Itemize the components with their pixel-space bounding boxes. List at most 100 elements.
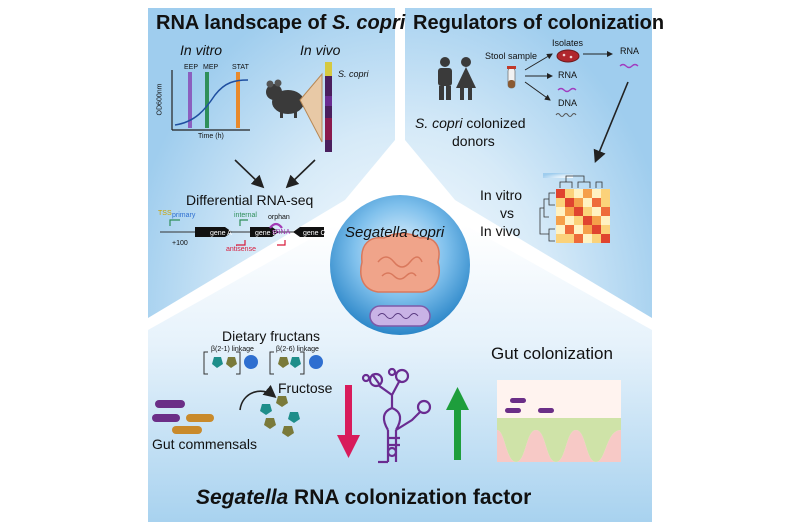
- arrow-to-heatmap: [593, 81, 629, 163]
- seq-label-gene-a: gene A: [210, 230, 232, 237]
- dietary-fructans-label: Dietary fructans: [222, 328, 321, 344]
- heatmap-cell: [601, 189, 610, 198]
- heatmap-cell: [565, 225, 574, 234]
- bacterium-icon: [369, 305, 431, 327]
- plot-x-label: Time (h): [198, 133, 224, 140]
- in-vitro-label: In vitro: [180, 42, 223, 58]
- seq-label-srna: sRNA: [272, 229, 291, 236]
- phase-label-eep: EEP: [184, 64, 199, 71]
- heatmap-scale: [543, 173, 573, 178]
- gut-colonization-label: Gut colonization: [491, 344, 613, 363]
- seq-label-orf: +100: [172, 240, 188, 247]
- heatmap-cell: [601, 216, 610, 225]
- seq-label-primary: primary: [172, 212, 196, 219]
- sampling-cone: [299, 72, 323, 143]
- rna-mid-label: RNA: [558, 70, 578, 80]
- growth-curve: [174, 79, 249, 126]
- plot-y-label: OD600nm: [156, 83, 164, 116]
- donors-label-line2: donors: [452, 133, 495, 149]
- seq-label-gene-c: gene C: [303, 230, 326, 237]
- heatmap-cell: [565, 189, 574, 198]
- heatmap-cell: [583, 189, 592, 198]
- heatmap-cell: [601, 234, 610, 243]
- commensal-bacterium: [172, 426, 202, 434]
- regulators-title: Regulators of colonization: [413, 12, 665, 34]
- species-tag: S. copri: [338, 69, 369, 79]
- heatmap-cell: [574, 189, 583, 198]
- fructose-label: Fructose: [278, 380, 333, 396]
- heatmap-cell: [592, 189, 601, 198]
- heatmap-dendrogram: [539, 175, 603, 242]
- seq-label-tss: TSS: [158, 210, 172, 217]
- heatmap-cell: [601, 207, 610, 216]
- intestine-strip: [325, 62, 332, 152]
- phase-bar-stat: [236, 72, 240, 128]
- comparison-line3: In vivo: [480, 223, 521, 239]
- donors-label-line1: S. copri colonized: [415, 115, 526, 131]
- phase-label-mep: MEP: [203, 64, 219, 71]
- seq-label-gene-b: gene B: [255, 230, 278, 237]
- comparison-line2: vs: [500, 205, 514, 221]
- tube-icon: [507, 66, 516, 89]
- upregulation-arrow: [446, 387, 469, 460]
- gene-b-arrow: [250, 227, 279, 237]
- heatmap-cell: [574, 216, 583, 225]
- bacterium-dna: [377, 313, 419, 319]
- phase-label-stat: STAT: [232, 64, 249, 71]
- srna-structure: [361, 367, 432, 464]
- gut-commensals: [152, 400, 214, 434]
- heatmap-cell: [565, 216, 574, 225]
- seq-label-orphan: orphan: [268, 214, 290, 221]
- differential-rnaseq-label: Differential RNA-seq: [186, 192, 314, 208]
- commensal-bacterium: [186, 414, 214, 422]
- arrow-invitro-to-seq: [234, 159, 265, 189]
- heatmap-cell: [556, 216, 565, 225]
- seq-label-internal: internal: [234, 212, 257, 219]
- heatmap-cell: [556, 198, 565, 207]
- growth-curve-plot: [171, 70, 250, 131]
- heatmap-cell: [592, 198, 601, 207]
- rna-wave-mid: [557, 87, 577, 93]
- people-icon: [438, 57, 476, 100]
- heatmap-cell: [574, 225, 583, 234]
- heatmap-cell: [583, 216, 592, 225]
- heatmap-cell: [574, 198, 583, 207]
- panel-rna-landscape: [148, 8, 395, 318]
- gene-c-arrow: [293, 227, 324, 237]
- gut-tissue-icon: [497, 380, 621, 462]
- rna-wave-right: [619, 63, 639, 69]
- heatmap-cell: [556, 207, 565, 216]
- gene-a-arrow: [195, 227, 232, 237]
- seq-label-antisense: antisense: [226, 246, 256, 253]
- in-vivo-label: In vivo: [300, 42, 341, 58]
- heatmap-cell: [574, 234, 583, 243]
- heatmap-cell: [592, 234, 601, 243]
- segatella-copri-label: Segatella copri: [345, 224, 445, 241]
- heatmap-cell: [583, 198, 592, 207]
- comparison-line1: In vitro: [480, 187, 523, 203]
- linkage-label-2: β(2-6) linkage: [276, 346, 319, 353]
- phase-bar-mep: [205, 72, 209, 128]
- rna-landscape-title: RNA landscape of S. copri: [156, 12, 406, 34]
- heatmap-cell: [592, 207, 601, 216]
- heatmap-cell: [583, 234, 592, 243]
- heatmap-cell: [565, 198, 574, 207]
- stool-sample-label: Stool sample: [485, 51, 538, 61]
- heatmap-cell: [583, 225, 592, 234]
- mouse-icon: [266, 79, 323, 118]
- heatmap-cell: [601, 198, 610, 207]
- downregulation-arrow: [337, 385, 360, 458]
- linkage-label-1: β(2-1) linkage: [211, 346, 254, 353]
- dna-label: DNA: [558, 98, 578, 108]
- heatmap-cell: [556, 234, 565, 243]
- heatmap-cell: [565, 207, 574, 216]
- commensal-bacterium: [155, 400, 185, 408]
- commensal-bacterium: [152, 414, 180, 422]
- dna-wave: [555, 112, 577, 118]
- srna-mark: [269, 222, 283, 229]
- petri-dish-icon: [556, 49, 580, 63]
- heatmap-cell: [592, 216, 601, 225]
- heatmap-cell: [601, 225, 610, 234]
- rna-right-label: RNA: [620, 46, 640, 56]
